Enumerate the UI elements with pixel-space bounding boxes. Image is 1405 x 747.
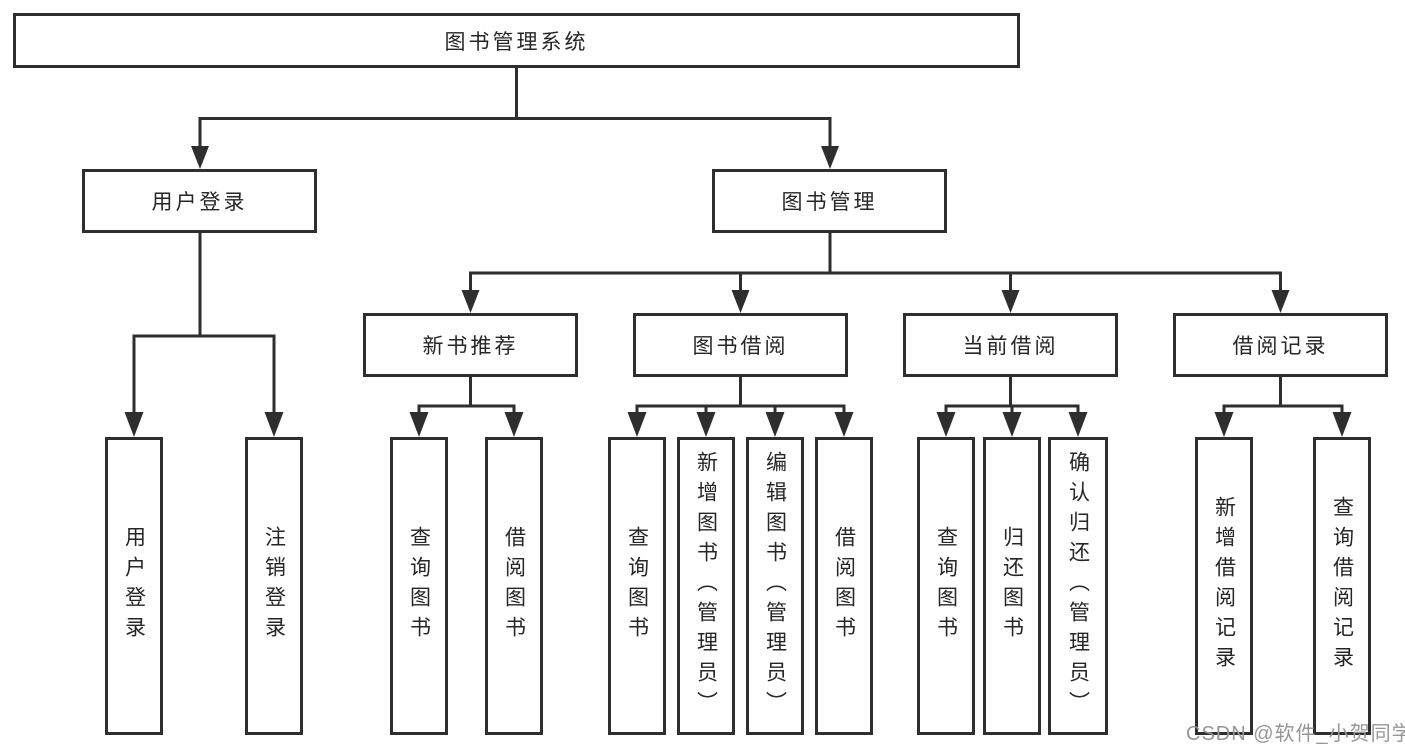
leaf-logout: 注销登录 bbox=[245, 437, 303, 735]
leaf-query-books-borrowing: 查询图书 bbox=[608, 437, 666, 735]
leaf-add-borrow-record-label: 新增借阅记录 bbox=[1212, 496, 1236, 676]
node-current-borrowing-label: 当前借阅 bbox=[962, 335, 1059, 358]
leaf-confirm-return-admin: 确认归还（管理员） bbox=[1048, 437, 1108, 735]
node-current-borrowing: 当前借阅 bbox=[903, 313, 1118, 377]
leaf-query-books-current-label: 查询图书 bbox=[934, 526, 958, 646]
node-book-management-label: 图书管理 bbox=[781, 191, 878, 214]
leaf-borrow-books-borrowing-label: 借阅图书 bbox=[832, 526, 856, 646]
leaf-user-login-label: 用户登录 bbox=[122, 526, 146, 646]
leaf-edit-book-admin: 编辑图书（管理员） bbox=[746, 437, 804, 735]
leaf-return-book-label: 归还图书 bbox=[1000, 526, 1024, 646]
node-new-book-recommend-label: 新书推荐 bbox=[422, 335, 519, 358]
node-book-management: 图书管理 bbox=[712, 169, 947, 233]
leaf-query-books-recommend: 查询图书 bbox=[390, 437, 448, 735]
leaf-add-borrow-record: 新增借阅记录 bbox=[1195, 437, 1253, 735]
node-root-label: 图书管理系统 bbox=[444, 30, 589, 54]
leaf-confirm-return-admin-label: 确认归还（管理员） bbox=[1066, 451, 1090, 721]
leaf-logout-label: 注销登录 bbox=[262, 526, 286, 646]
leaf-query-borrow-record: 查询借阅记录 bbox=[1313, 437, 1371, 735]
node-book-borrowing: 图书借阅 bbox=[633, 313, 848, 377]
node-new-book-recommend: 新书推荐 bbox=[363, 313, 578, 377]
node-user-login-branch-label: 用户登录 bbox=[151, 191, 248, 214]
leaf-query-borrow-record-label: 查询借阅记录 bbox=[1330, 496, 1354, 676]
node-borrow-records-label: 借阅记录 bbox=[1232, 335, 1329, 358]
watermark: CSDN @软件_小贺同学 bbox=[1186, 723, 1405, 745]
leaf-query-books-current: 查询图书 bbox=[917, 437, 975, 735]
node-user-login-branch: 用户登录 bbox=[82, 169, 317, 233]
leaf-query-books-recommend-label: 查询图书 bbox=[407, 526, 431, 646]
leaf-return-book: 归还图书 bbox=[983, 437, 1041, 735]
node-borrow-records: 借阅记录 bbox=[1173, 313, 1388, 377]
leaf-edit-book-admin-label: 编辑图书（管理员） bbox=[763, 451, 787, 721]
leaf-borrow-books-borrowing: 借阅图书 bbox=[815, 437, 873, 735]
node-root: 图书管理系统 bbox=[13, 13, 1020, 68]
leaf-add-book-admin-label: 新增图书（管理员） bbox=[694, 451, 718, 721]
leaf-user-login: 用户登录 bbox=[105, 437, 163, 735]
leaf-borrow-books-recommend-label: 借阅图书 bbox=[502, 526, 526, 646]
leaf-borrow-books-recommend: 借阅图书 bbox=[485, 437, 543, 735]
leaf-query-books-borrowing-label: 查询图书 bbox=[625, 526, 649, 646]
node-book-borrowing-label: 图书借阅 bbox=[692, 335, 789, 358]
leaf-add-book-admin: 新增图书（管理员） bbox=[677, 437, 735, 735]
